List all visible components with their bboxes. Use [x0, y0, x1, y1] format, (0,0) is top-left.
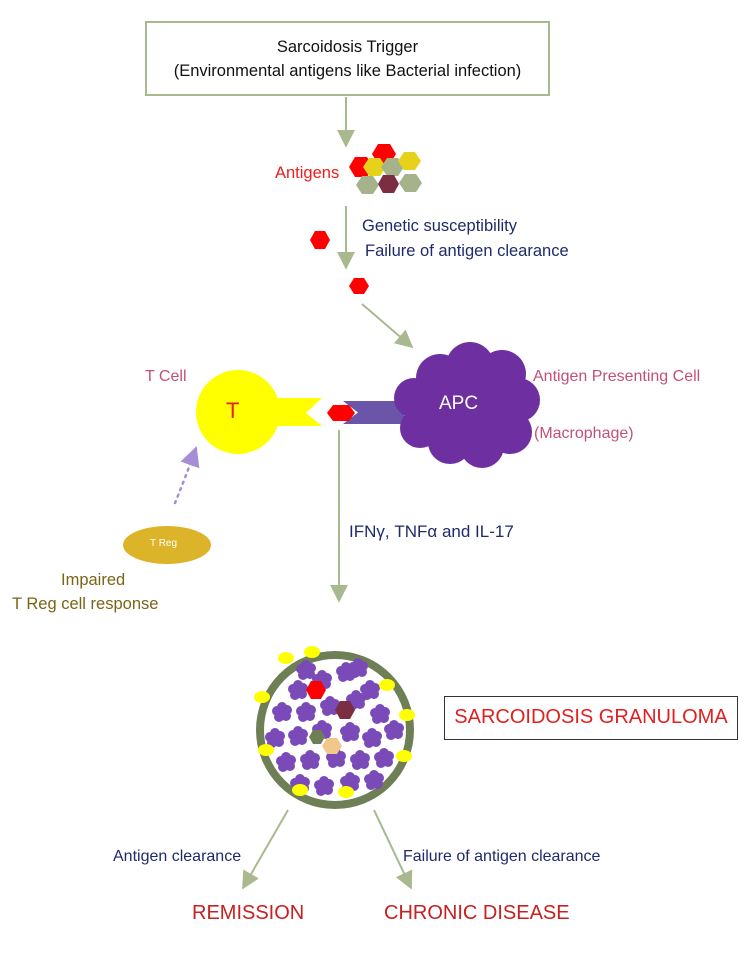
remission-label: REMISSION	[192, 902, 305, 924]
antigens-label: Antigens	[275, 164, 340, 182]
apc-letter: APC	[439, 393, 479, 414]
antigen-sage-hexagon	[381, 158, 404, 176]
treg-response-label: T Reg cell response	[12, 595, 159, 613]
cytokine-ifn: IFN	[349, 522, 377, 541]
remission-arrow	[242, 809, 289, 890]
granuloma-red-antigen	[306, 681, 326, 699]
antigen-red-hexagon	[349, 278, 369, 294]
t-cell-body	[196, 370, 280, 454]
antigen-presented-hexagon	[327, 405, 355, 421]
macrophage-label: (Macrophage)	[534, 425, 634, 442]
trigger-subtitle: (Environmental antigens like Bacterial i…	[173, 62, 522, 80]
antigen-red-hexagon	[310, 231, 330, 249]
antigen-yellow-hexagon	[363, 158, 386, 176]
antigen-sage-hexagon	[356, 176, 379, 194]
treg-letter: T Reg	[150, 538, 178, 549]
trigger-title: Sarcoidosis Trigger	[276, 38, 419, 56]
t-cell-letter: T	[226, 398, 240, 423]
antigen-to-apc-arrow	[361, 303, 414, 349]
granuloma-ring	[256, 651, 414, 809]
apc-label: Antigen Presenting Cell	[533, 368, 701, 385]
failure-clearance-text: Failure of antigen clearance	[365, 242, 569, 260]
antigen-maroon-hexagon	[378, 175, 399, 193]
cytokine-il17: and IL-17	[437, 522, 514, 541]
chronic-disease-label: CHRONIC DISEASE	[384, 902, 570, 924]
cytokines-text: IFNγ, TNFα and IL-17	[349, 522, 514, 542]
treg-dotted-arrow	[173, 446, 200, 505]
cytokine-gamma-symbol: γ	[376, 522, 385, 541]
granuloma-sage-antigen	[309, 730, 325, 744]
cytokine-alpha-symbol: α	[427, 522, 438, 541]
antigen-cluster	[349, 144, 422, 194]
cytokine-tnf: , TNF	[384, 522, 428, 541]
granuloma-label: SARCOIDOSIS GRANULOMA	[454, 706, 728, 728]
granuloma	[254, 646, 415, 809]
failure-antigen-clearance-text: Failure of antigen clearance	[403, 848, 601, 865]
chronic-arrow	[373, 809, 413, 890]
treg-cell	[123, 526, 211, 564]
t-cell-label: T Cell	[145, 368, 187, 385]
genetic-susceptibility-text: Genetic susceptibility	[362, 217, 517, 235]
granuloma-lymphocytes	[254, 646, 415, 798]
impaired-label: Impaired	[61, 571, 126, 589]
apc-receptor	[343, 401, 404, 424]
antigen-sage-hexagon	[399, 174, 422, 192]
antigen-yellow-hexagon	[398, 152, 421, 170]
granuloma-label-box: SARCOIDOSIS GRANULOMA	[444, 696, 738, 740]
trigger-box: Sarcoidosis Trigger (Environmental antig…	[145, 21, 550, 96]
apc-cell	[343, 342, 540, 468]
granuloma-tan-antigen	[322, 738, 342, 754]
t-cell	[196, 370, 322, 454]
antigen-clearance-text: Antigen clearance	[113, 848, 242, 865]
granuloma-maroon-antigen	[335, 701, 355, 719]
